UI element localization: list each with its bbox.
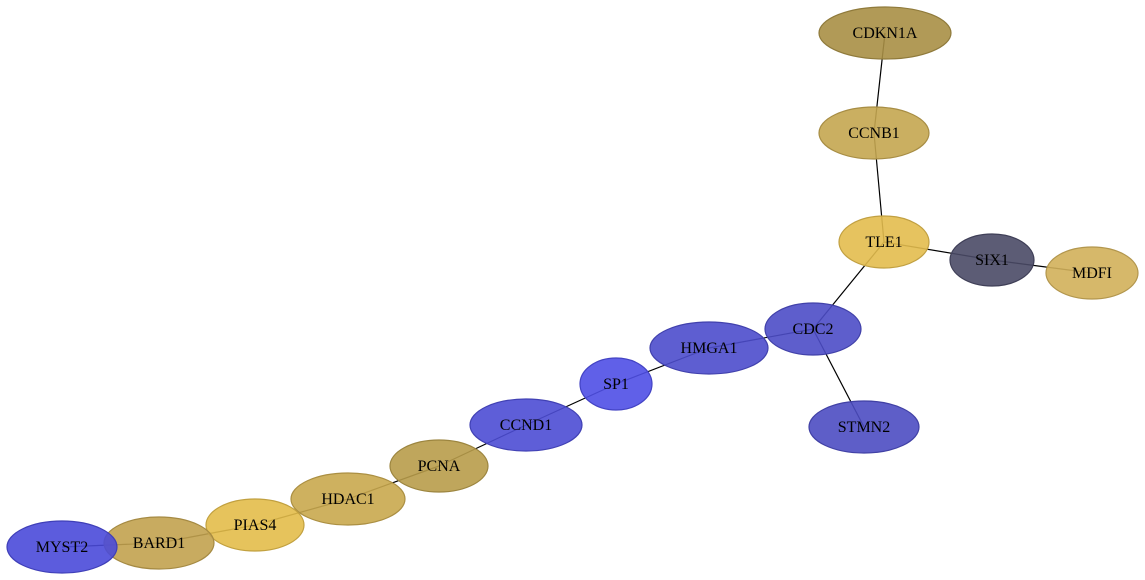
- node-ellipse-six1: [949, 233, 1035, 287]
- node-label-six1: SIX1: [975, 252, 1009, 269]
- node-label-bard1: BARD1: [133, 535, 185, 552]
- node-cdkn1a: CDKN1A: [818, 6, 952, 60]
- node-pcna: PCNA: [389, 439, 489, 493]
- node-label-ccnd1: CCND1: [500, 417, 552, 434]
- node-bard1: BARD1: [103, 516, 215, 570]
- node-ccnb1: CCNB1: [818, 106, 930, 160]
- node-label-cdc2: CDC2: [793, 321, 834, 338]
- node-ellipse-ccnb1: [818, 106, 930, 160]
- node-ellipse-cdc2: [764, 302, 862, 356]
- node-myst2: MYST2: [6, 520, 118, 574]
- node-ellipse-cdkn1a: [818, 6, 952, 60]
- node-ellipse-tle1: [838, 215, 930, 269]
- node-label-ccnb1: CCNB1: [848, 125, 900, 142]
- node-ellipse-myst2: [6, 520, 118, 574]
- node-label-sp1: SP1: [603, 376, 629, 393]
- node-label-pias4: PIAS4: [234, 517, 277, 534]
- node-ellipse-hmga1: [649, 321, 769, 375]
- node-cdc2: CDC2: [764, 302, 862, 356]
- node-ellipse-stmn2: [808, 400, 920, 454]
- node-label-stmn2: STMN2: [838, 419, 890, 436]
- node-ccnd1: CCND1: [469, 398, 583, 452]
- node-hdac1: HDAC1: [290, 472, 406, 526]
- node-six1: SIX1: [949, 233, 1035, 287]
- node-ellipse-pias4: [205, 498, 305, 552]
- node-label-cdkn1a: CDKN1A: [853, 25, 918, 42]
- node-ellipse-hdac1: [290, 472, 406, 526]
- node-ellipse-pcna: [389, 439, 489, 493]
- node-stmn2: STMN2: [808, 400, 920, 454]
- node-mdfi: MDFI: [1045, 246, 1139, 300]
- node-sp1: SP1: [579, 357, 653, 411]
- node-label-tle1: TLE1: [865, 234, 902, 251]
- node-ellipse-sp1: [579, 357, 653, 411]
- node-label-mdfi: MDFI: [1072, 265, 1112, 282]
- node-pias4: PIAS4: [205, 498, 305, 552]
- node-ellipse-mdfi: [1045, 246, 1139, 300]
- node-label-pcna: PCNA: [418, 458, 461, 475]
- node-hmga1: HMGA1: [649, 321, 769, 375]
- node-label-myst2: MYST2: [36, 539, 88, 556]
- edges-layer: [61, 32, 1093, 548]
- node-tle1: TLE1: [838, 215, 930, 269]
- node-label-hdac1: HDAC1: [321, 491, 374, 508]
- node-ellipse-ccnd1: [469, 398, 583, 452]
- node-label-hmga1: HMGA1: [681, 340, 738, 357]
